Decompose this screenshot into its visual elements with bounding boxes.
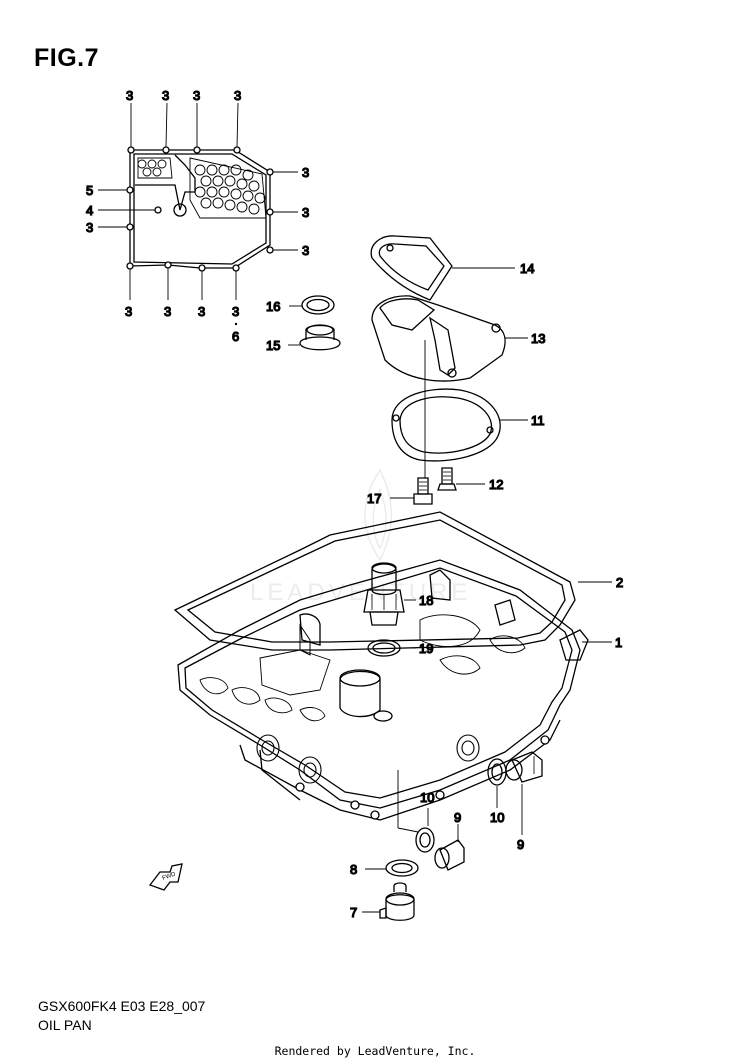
- callout-9: 9: [517, 837, 524, 852]
- callout-5: 5: [86, 183, 93, 198]
- callout-3: 3: [302, 205, 309, 220]
- callout-9: 9: [454, 810, 461, 825]
- callout-14: 14: [520, 261, 534, 276]
- o-ring-16: [289, 295, 335, 315]
- strainer-gasket: [126, 146, 274, 272]
- callout-13: 13: [531, 331, 545, 346]
- callout-3: 3: [86, 220, 93, 235]
- strainer-leaders: [98, 102, 298, 300]
- seal-15: [288, 324, 341, 351]
- oil-pan-1: [177, 559, 612, 821]
- svg-text:FWD: FWD: [162, 871, 178, 882]
- callout-12: 12: [489, 477, 503, 492]
- callout-3: 3: [126, 88, 133, 103]
- watermark-text: LEADVENTURE: [250, 579, 471, 606]
- callout-3: 3: [125, 304, 132, 319]
- callout-6: 6: [232, 329, 239, 344]
- washer-8: [365, 859, 419, 877]
- callout-3: 3: [302, 243, 309, 258]
- callout-16: 16: [266, 299, 280, 314]
- callout-10: 10: [490, 810, 504, 825]
- cover-13: [371, 295, 528, 382]
- o-ring-10-bottom: [397, 770, 435, 853]
- callout-18: 18: [419, 593, 433, 608]
- callout-7: 7: [350, 905, 357, 920]
- callout-15: 15: [266, 338, 280, 353]
- gasket-14: [370, 235, 515, 301]
- callout-3: 3: [232, 304, 239, 319]
- callout-11: 11: [531, 413, 545, 428]
- drain-bolt-7: [362, 882, 415, 921]
- callout-4: 4: [86, 203, 93, 218]
- plug-9-bottom: [434, 824, 465, 871]
- figure-name: OIL PAN: [38, 1017, 92, 1033]
- callout-8: 8: [350, 862, 357, 877]
- callout-3: 3: [164, 304, 171, 319]
- callout-3: 3: [198, 304, 205, 319]
- callout-labels: 3 3 3 3 3 3 3 5 4 3 3 3 3 3 6 16 15 14 1…: [85, 87, 624, 920]
- callout-2: 2: [616, 575, 623, 590]
- bolt-12: [437, 467, 485, 491]
- o-ring-19: [367, 639, 416, 657]
- figure-title: FIG.7: [34, 44, 100, 72]
- fwd-arrow-icon: FWD: [148, 863, 183, 891]
- callout-1: 1: [615, 635, 622, 650]
- callout-3: 3: [234, 88, 241, 103]
- callout-3: 3: [162, 88, 169, 103]
- callout-3: 3: [302, 165, 309, 180]
- gasket-11: [391, 340, 528, 478]
- model-code: GSX600FK4 E03 E28_007: [38, 998, 206, 1014]
- callout-10: 10: [420, 790, 434, 805]
- footer-credit: Rendered by LeadVenture, Inc.: [274, 1044, 476, 1058]
- bolt-17: [390, 477, 433, 505]
- pressure-switch-18: [363, 562, 416, 626]
- callout-17: 17: [367, 491, 381, 506]
- plug-9-right: [505, 751, 543, 835]
- callout-19: 19: [419, 641, 433, 656]
- callout-3: 3: [193, 88, 200, 103]
- o-ring-10-right: [487, 758, 507, 808]
